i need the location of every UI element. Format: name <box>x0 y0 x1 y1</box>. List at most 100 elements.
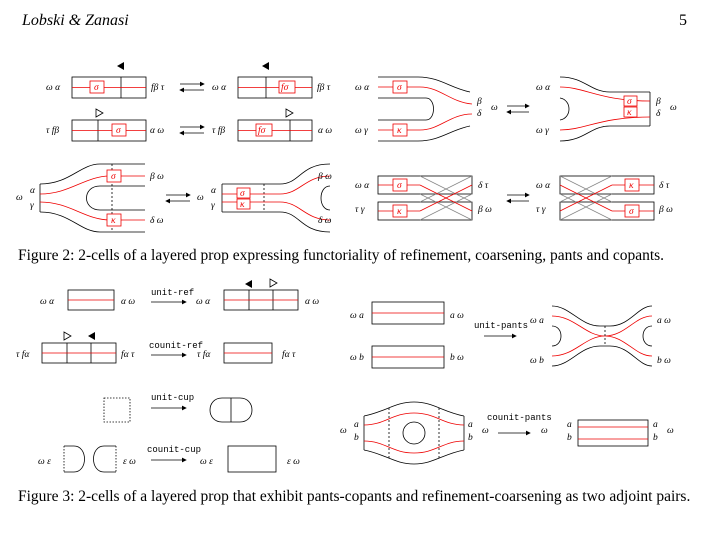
diagram-label: b ω <box>450 353 464 363</box>
diagram-label: ω ε <box>200 457 213 467</box>
unit-pants-cell: ω a a ω ω b b ω unit-pants ω a ω b a ω b… <box>350 301 671 369</box>
diagram-label: unit-pants <box>474 321 528 331</box>
diagram-label: fβ τ <box>151 82 165 93</box>
diagram-label: α ω <box>318 126 332 136</box>
diagram-label: a <box>468 420 473 430</box>
diagram-label: ω γ <box>355 126 368 136</box>
diagram-label: ω <box>667 426 674 436</box>
rewrite-arrows-4 <box>165 192 191 204</box>
diagram-label: δ ω <box>150 216 164 226</box>
diagram-label: ω a <box>530 316 544 326</box>
diagram-label: ω α <box>40 297 55 307</box>
copants-cell-1: ω α ω γ σ κ β δ ω <box>355 76 498 142</box>
counit-ref-cell: τ fα fα τ counit-ref τ fα fα τ <box>16 331 296 364</box>
diagram-label: σ <box>627 97 632 107</box>
diagram-label: α <box>211 186 217 196</box>
unit-cup-cell: unit-cup <box>103 393 253 423</box>
diagram-label: ω α <box>355 181 370 191</box>
diagram-label: α ω <box>305 297 319 307</box>
diagram-label: ω <box>340 426 347 436</box>
rewrite-arrows-5 <box>506 192 530 204</box>
diagram-label: b ω <box>657 356 671 366</box>
diagram-label: δ <box>656 109 661 119</box>
diagram-label: α <box>30 186 36 196</box>
diagram-label: ω <box>16 193 23 203</box>
counit-pants-cell: ω a b a b ω counit-pants ω a b a b ω <box>340 401 674 465</box>
diagram-label: τ fβ <box>46 125 59 136</box>
diagram-label: a <box>354 420 359 430</box>
rewrite-arrows-2 <box>179 124 205 136</box>
diagram-label: τ fα <box>197 349 211 360</box>
unit-ref-cell: ω α α ω unit-ref ω α α ω <box>40 278 319 311</box>
diagram-label: σ <box>629 207 634 217</box>
diagram-label: b <box>567 433 572 443</box>
diagram-label: κ <box>397 207 402 217</box>
diagram-label: σ <box>116 126 121 136</box>
swap-cell-2: ω α τ γ κ σ δ τ β ω <box>536 175 673 221</box>
diagram-label: β ω <box>317 172 332 182</box>
diagram-label: ω <box>541 426 548 436</box>
pants-cell-1: ω α γ σ κ β ω δ ω <box>16 163 164 233</box>
diagram-label: σ <box>240 189 245 199</box>
diagram-label: counit-cup <box>147 445 201 455</box>
figure-2: ω α σ fβ τ ω α fσ fβ τ τ fβ <box>16 62 677 233</box>
diagram-label: δ <box>477 109 482 119</box>
rewrite-arrows-3 <box>506 103 530 115</box>
diagram-label: δ ω <box>318 216 332 226</box>
diagram-label: ω a <box>350 311 364 321</box>
diagram-label: ε ω <box>287 457 300 467</box>
diagram-label: a <box>653 420 658 430</box>
diagram-label: ω <box>197 193 204 203</box>
swap-cell-1: ω α τ γ σ κ δ τ β ω <box>355 175 492 221</box>
diagram-label: ω ε <box>38 457 51 467</box>
diagram-label: δ τ <box>659 181 670 191</box>
diagram-label: β ω <box>477 205 492 215</box>
diagram-label: b <box>653 433 658 443</box>
diagram-label: ω α <box>536 181 551 191</box>
counit-cup-cell: ω ε ε ω counit-cup ω ε ε ω <box>38 445 300 473</box>
diagram-label: counit-ref <box>149 341 203 351</box>
diagram-label: α ω <box>121 297 135 307</box>
diagram-label: ω γ <box>536 126 549 136</box>
diagram-label: fβ τ <box>317 82 331 93</box>
diagram-label: σ <box>94 83 99 93</box>
diagram-label: τ γ <box>355 205 365 215</box>
diagram-label: κ <box>629 181 634 191</box>
diagram-label: ω <box>491 103 498 113</box>
diagram-label: ε ω <box>123 457 136 467</box>
diagram-label: a <box>567 420 572 430</box>
diagram-label: κ <box>240 200 245 210</box>
copants-cell-2: ω α ω γ σ κ β δ ω <box>536 76 677 142</box>
diagram-label: a ω <box>657 316 671 326</box>
diagram-label: unit-cup <box>151 393 194 403</box>
diagram-label: τ γ <box>536 205 546 215</box>
diagram-label: ω <box>670 103 677 113</box>
diagram-label: σ <box>111 172 116 182</box>
diagram-label: τ fα <box>16 349 30 360</box>
diagram-label: a ω <box>450 311 464 321</box>
diagram-label: fσ <box>281 82 289 93</box>
diagram-label: ω α <box>46 83 61 93</box>
diagram-label: ω <box>482 426 489 436</box>
diagram-label: counit-pants <box>487 413 552 423</box>
diagram-label: β ω <box>658 205 673 215</box>
diagram-label: unit-ref <box>151 288 194 298</box>
diagram-label: fα τ <box>282 349 296 360</box>
figure-3-caption: Figure 3: 2-cells of a layered prop that… <box>18 488 691 505</box>
diagram-label: κ <box>111 216 116 226</box>
coarsening-cell-2: τ fβ fσ α ω <box>212 108 332 142</box>
diagram-label: ω α <box>355 83 370 93</box>
page-number: 5 <box>679 12 687 29</box>
diagram-label: β <box>655 97 661 107</box>
diagram-label: b <box>468 433 473 443</box>
diagram-label: fα τ <box>121 349 135 360</box>
pants-cell-2: ω α γ σ κ β ω δ ω <box>197 163 332 233</box>
diagram-label: ω b <box>350 353 364 363</box>
diagram-label: β ω <box>149 172 164 182</box>
diagram-label: κ <box>627 108 632 118</box>
rewrite-arrows <box>179 81 205 93</box>
running-header-authors: Lobski & Zanasi <box>22 12 129 29</box>
diagram-label: ω α <box>212 83 227 93</box>
diagram-label: ω α <box>536 83 551 93</box>
